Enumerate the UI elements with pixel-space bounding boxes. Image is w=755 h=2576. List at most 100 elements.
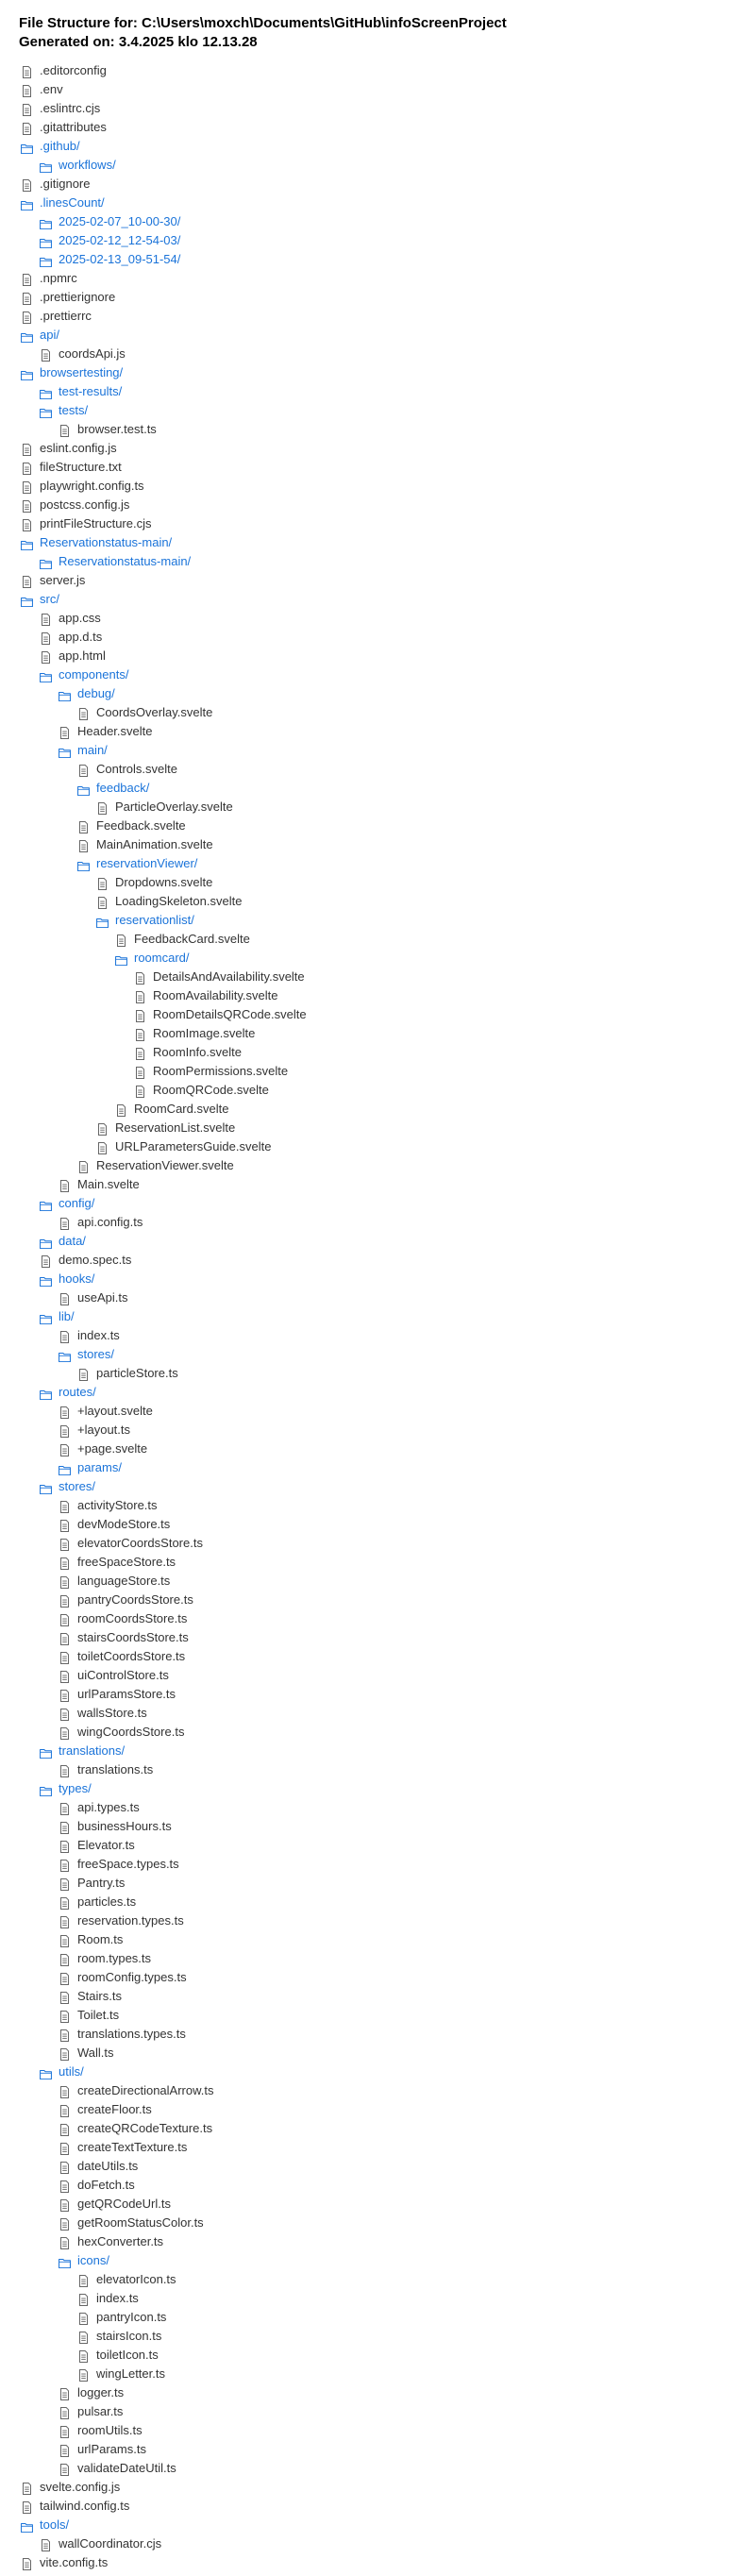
file-entry: coordsApi.js [0,345,755,363]
file-entry: validateDateUtil.ts [0,2459,755,2478]
file-name: index.ts [96,2291,139,2305]
folder-icon [40,556,52,569]
file-icon [21,575,33,588]
file-name: URLParametersGuide.svelte [115,1139,272,1153]
file-icon [134,990,146,1003]
folder-entry: Reservationstatus-main/ [0,533,755,552]
file-entry: playwright.config.ts [0,477,755,496]
file-entry: app.css [0,609,755,628]
file-entry: pulsar.ts [0,2402,755,2421]
folder-icon [40,2066,52,2079]
folder-entry: reservationlist/ [0,911,755,930]
file-name: freeSpace.types.ts [77,1857,179,1871]
file-entry: urlParams.ts [0,2440,755,2459]
file-name: uiControlStore.ts [77,1668,169,1682]
folder-icon [40,160,52,173]
file-entry: ReservationViewer.svelte [0,1156,755,1175]
file-name: particles.ts [77,1894,137,1909]
folder-icon [96,915,109,928]
file-icon [21,65,33,78]
file-icon [134,971,146,985]
file-icon [59,2406,71,2419]
folder-icon [40,1387,52,1400]
file-icon [21,178,33,192]
file-entry: .gitignore [0,175,755,194]
file-entry: Room.ts [0,1930,755,1949]
file-icon [59,1764,71,1777]
file-entry: stairsCoordsStore.ts [0,1628,755,1647]
folder-entry: translations/ [0,1742,755,1760]
file-name: Main.svelte [77,1177,140,1191]
file-entry: fileStructure.txt [0,458,755,477]
file-icon [59,1877,71,1891]
file-name: createFloor.ts [77,2102,152,2116]
folder-name: workflows/ [59,158,116,172]
file-entry: wallsStore.ts [0,1704,755,1723]
file-icon [59,1896,71,1910]
file-icon [59,1802,71,1815]
file-icon [77,820,90,833]
folder-icon [40,1273,52,1287]
file-name: Dropdowns.svelte [115,875,213,889]
file-name: Stairs.ts [77,1989,122,2003]
file-entry: .eslintrc.cjs [0,99,755,118]
folder-icon [40,1745,52,1759]
file-entry: particleStore.ts [0,1364,755,1383]
file-icon [59,2142,71,2155]
file-name: Room.ts [77,1932,124,1946]
file-name: toiletCoordsStore.ts [77,1649,186,1663]
file-icon [59,2104,71,2117]
folder-icon [77,858,90,871]
file-icon [77,764,90,777]
file-entry: .gitattributes [0,118,755,137]
file-entry: roomCoordsStore.ts [0,1609,755,1628]
folder-icon [40,669,52,682]
file-icon [77,2312,90,2325]
file-entry: urlParamsStore.ts [0,1685,755,1704]
file-entry: vite.config.ts [0,2553,755,2572]
file-name: Toilet.ts [77,2008,120,2022]
folder-entry: workflows/ [0,156,755,175]
file-icon [59,1953,71,1966]
file-icon [59,2029,71,2042]
folder-icon [21,329,33,343]
folder-name: api/ [40,328,59,342]
file-icon [59,1575,71,1589]
file-name: wingCoordsStore.ts [77,1725,185,1739]
file-name: pantryCoordsStore.ts [77,1592,193,1607]
file-name: roomCoordsStore.ts [77,1611,188,1625]
folder-entry: tools/ [0,2516,755,2534]
file-entry: svelte.config.js [0,2478,755,2497]
file-entry: printFileStructure.cjs [0,514,755,533]
file-entry: devModeStore.ts [0,1515,755,1534]
file-entry: ReservationList.svelte [0,1119,755,1137]
file-name: freeSpaceStore.ts [77,1555,176,1569]
file-name: .gitattributes [40,120,107,134]
file-entry: uiControlStore.ts [0,1666,755,1685]
file-icon [40,2538,52,2551]
file-name: app.css [59,611,101,625]
folder-name: translations/ [59,1743,126,1758]
file-name: hexConverter.ts [77,2234,164,2248]
file-entry: Dropdowns.svelte [0,873,755,892]
file-icon [59,1443,71,1456]
folder-entry: debug/ [0,684,755,703]
file-icon [77,2274,90,2287]
folder-icon [59,745,71,758]
folder-entry: roomcard/ [0,949,755,968]
file-entry: translations.types.ts [0,2025,755,2044]
file-icon [40,348,52,362]
file-icon [59,1292,71,1305]
file-icon [77,839,90,852]
file-icon [59,2444,71,2457]
file-icon [77,1160,90,1173]
folder-name: reservationlist/ [115,913,194,927]
file-icon [77,2293,90,2306]
file-entry: Elevator.ts [0,1836,755,1855]
file-icon [21,462,33,475]
file-entry: +layout.svelte [0,1402,755,1421]
file-icon [21,273,33,286]
folder-name: roomcard/ [134,951,190,965]
folder-icon [77,783,90,796]
file-icon [77,707,90,720]
